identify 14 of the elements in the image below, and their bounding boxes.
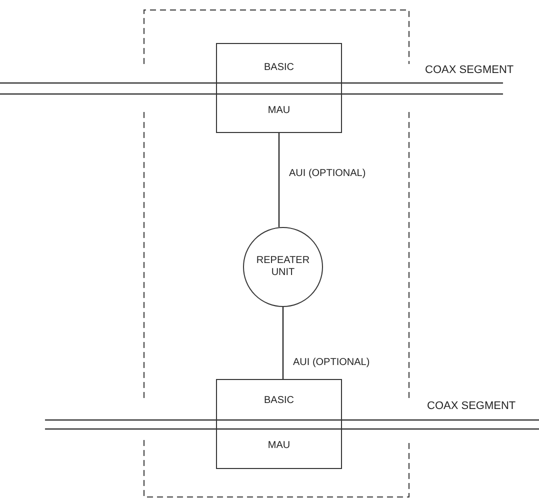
connector-line [282, 307, 284, 379]
node-text: BASIC [262, 62, 295, 74]
coax-label: COAX SEGMENT [427, 400, 516, 412]
node-text: MAU [266, 440, 292, 452]
edge-label: AUI (OPTIONAL) [289, 168, 366, 180]
node-text: MAU [266, 105, 292, 117]
connector-line [278, 133, 280, 227]
mau-box [216, 379, 342, 469]
node-text: BASIC [262, 395, 295, 407]
edge-label: AUI (OPTIONAL) [293, 357, 370, 369]
node-text: REPEATER UNIT [255, 255, 311, 279]
circle-node [243, 227, 323, 307]
coax-label: COAX SEGMENT [425, 64, 514, 76]
mau-box [216, 43, 342, 133]
